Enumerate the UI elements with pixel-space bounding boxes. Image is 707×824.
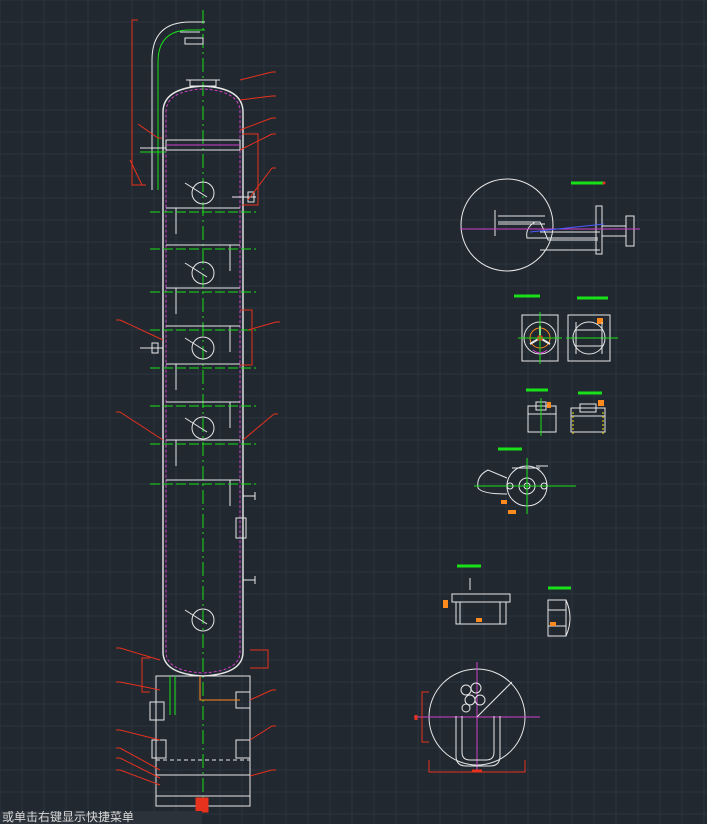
callout-leader [239,95,273,101]
callout-leader [249,769,273,777]
manway-circle [191,608,215,632]
detail-view-bottom-section [414,662,540,773]
detail-view-flange-pair [514,294,618,364]
dimension-frame-right [242,133,259,206]
overhead-vapor-pipe [151,21,205,190]
drain-outlet [195,797,209,813]
callout-leader [239,133,273,151]
detail-view-saddle-pair [443,564,571,637]
manway-circle [191,416,215,440]
callout-leader [239,71,273,81]
callout-leader [247,321,277,331]
callout-leader [249,689,273,701]
callout-leader [119,769,161,786]
detail-view-lifting-lug [474,447,576,514]
callout-leader [119,411,164,441]
callout-leader [242,413,275,441]
column-shell-inner [165,88,241,674]
manway-circle [191,181,215,205]
callout-leader [119,747,161,771]
callout-leader [119,729,161,741]
callout-leaders [116,71,280,786]
manway-hinge [184,182,208,198]
callout-leader [129,159,143,186]
column-elevation-view [131,10,269,813]
callout-leader [137,123,159,139]
manway-hinge [184,337,208,353]
manway-circle [191,336,215,360]
callout-leader [119,757,161,779]
manway-hinge [184,417,208,433]
command-line-hint: 或单击右键显示快捷菜单 [0,811,202,824]
callout-leader [119,681,161,691]
manway-hinge [184,262,208,278]
detail-view-support-pair [526,388,606,436]
dimension-frame-left [131,19,142,186]
callout-leader [247,167,273,201]
column-manways [184,181,215,632]
callout-leader [119,319,164,341]
column-shell [162,85,244,677]
manway-hinge [184,609,208,625]
callout-leader [239,117,273,131]
side-nozzles [140,191,256,584]
manway-circle [191,261,215,285]
callout-leader [249,725,273,741]
column-trays [150,207,256,506]
detail-f-dimension [421,691,429,743]
detail-view-nozzle-section [460,178,640,272]
callout-leader [119,647,161,661]
